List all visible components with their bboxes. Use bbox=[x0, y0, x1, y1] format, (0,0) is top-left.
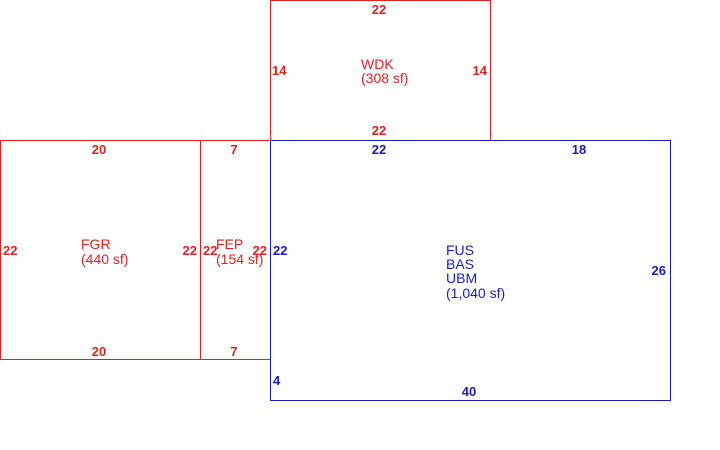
main-code-3: UBM bbox=[446, 270, 477, 286]
fgr-code: FGR bbox=[81, 236, 111, 252]
fep-code: FEP bbox=[216, 236, 243, 252]
main-dim-top-left: 22 bbox=[372, 142, 386, 157]
fgr-area-label: (440 sf) bbox=[81, 251, 128, 267]
main-dim-step: 4 bbox=[273, 373, 281, 388]
main-dim-bottom: 40 bbox=[462, 384, 476, 399]
main-outline bbox=[270, 140, 671, 401]
main-area: FUS BAS UBM (1,040 sf) 22 18 22 26 4 40 bbox=[270, 140, 671, 401]
main-dim-top-right: 18 bbox=[572, 142, 586, 157]
fep-dim-left: 22 bbox=[203, 243, 217, 258]
fgr-dim-right: 22 bbox=[183, 243, 197, 258]
fgr-area: FGR (440 sf) 20 22 22 20 bbox=[0, 140, 201, 360]
fep-dim-top: 7 bbox=[230, 142, 237, 157]
main-code-1: FUS bbox=[446, 242, 474, 258]
wdk-area-label: (308 sf) bbox=[361, 70, 408, 86]
wdk-code: WDK bbox=[361, 56, 394, 72]
main-dim-left: 22 bbox=[273, 243, 287, 258]
fep-dim-bottom: 7 bbox=[230, 344, 237, 359]
fep-area: FEP (154 sf) 7 22 22 7 bbox=[200, 140, 271, 360]
wdk-dim-top: 22 bbox=[372, 2, 386, 17]
wdk-area: WDK (308 sf) 22 14 14 22 bbox=[270, 0, 491, 141]
fep-area-label: (154 sf) bbox=[216, 251, 263, 267]
wdk-dim-bottom: 22 bbox=[372, 123, 386, 138]
fgr-dim-top: 20 bbox=[92, 142, 106, 157]
main-dim-right: 26 bbox=[652, 263, 666, 278]
main-code-2: BAS bbox=[446, 256, 474, 272]
fep-dim-right: 22 bbox=[253, 243, 267, 258]
wdk-dim-left: 14 bbox=[272, 63, 287, 78]
wdk-dim-right: 14 bbox=[473, 63, 488, 78]
fgr-dim-bottom: 20 bbox=[92, 344, 106, 359]
main-area-label: (1,040 sf) bbox=[446, 285, 505, 301]
fgr-dim-left: 22 bbox=[3, 243, 17, 258]
